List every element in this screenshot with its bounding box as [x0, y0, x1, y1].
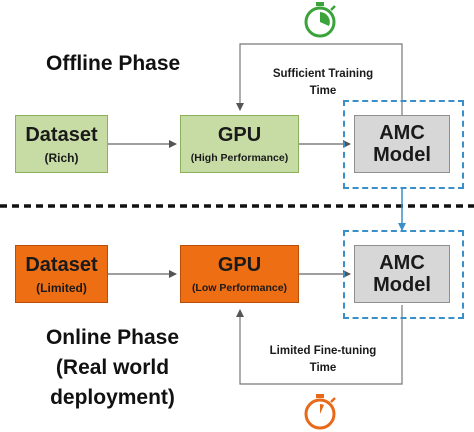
online-model-box: AMC Model	[354, 245, 450, 303]
online-feedback-loop-line	[236, 305, 403, 385]
offline-dataset-box: Dataset (Rich)	[15, 115, 108, 173]
offline-dataset-sub: (Rich)	[44, 150, 79, 165]
offline-time-note-line2: Time	[309, 85, 337, 97]
offline-model-box: AMC Model	[354, 115, 450, 173]
online-model-line2: Model	[373, 274, 431, 296]
offline-time-note: Sufficient Training Time	[256, 66, 390, 100]
online-model-line1: AMC	[379, 252, 425, 274]
online-phase-line3: deployment)	[50, 386, 175, 409]
online-dataset-sub: (Limited)	[36, 280, 87, 295]
online-time-note: Limited Fine-tuning Time	[256, 343, 390, 377]
offline-feedback-loop-line	[236, 43, 403, 116]
online-phase-title: Online Phase (Real world deployment)	[20, 323, 205, 413]
online-dataset-title: Dataset	[25, 253, 98, 276]
offline-time-note-line1: Sufficient Training	[272, 68, 374, 80]
stopwatch-icon	[304, 394, 336, 430]
online-gpu-sub: (Low Performance)	[191, 281, 288, 294]
online-time-note-line2: Time	[309, 362, 337, 374]
online-gpu-box: GPU (Low Performance)	[180, 245, 299, 303]
offline-gpu-title: GPU	[217, 123, 262, 146]
online-gpu-title: GPU	[217, 253, 262, 276]
offline-dataset-title: Dataset	[25, 123, 98, 146]
offline-gpu-box: GPU (High Performance)	[180, 115, 299, 173]
offline-gpu-sub: (High Performance)	[190, 151, 289, 164]
offline-model-line1: AMC	[379, 122, 425, 144]
stopwatch-icon	[304, 2, 336, 38]
offline-model-highlight	[343, 100, 464, 189]
offline-model-line2: Model	[373, 144, 431, 166]
online-model-highlight	[343, 230, 464, 319]
offline-phase-title: Offline Phase	[46, 52, 181, 75]
online-time-note-line1: Limited Fine-tuning	[269, 345, 377, 357]
online-phase-line1: Online Phase	[45, 326, 180, 349]
online-phase-line2: (Real world	[55, 356, 170, 379]
online-dataset-box: Dataset (Limited)	[15, 245, 108, 303]
